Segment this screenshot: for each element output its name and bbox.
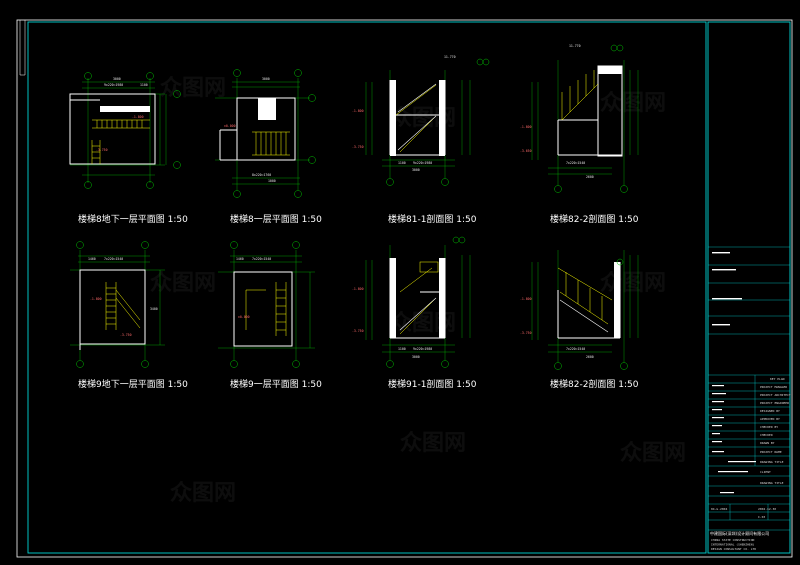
plan-drawing-3: 1460 7x220=1540 3400 -1.800 -3.750 楼梯9地下… [70, 241, 188, 390]
level-mark: 11.770 [444, 55, 456, 59]
watermark: 众图网 [170, 481, 236, 506]
dim-section-width: 2600 [586, 175, 594, 179]
section-drawing-2: 11.770 -1.800 -3.650 7x220=1540 2600 楼梯8… [520, 44, 639, 225]
dim-landing: 1100 [398, 347, 406, 351]
tb-field-key-plan: KEY PLAN [770, 377, 785, 381]
drawing-title: 楼梯8一层平面图 1:50 [230, 213, 322, 225]
plan-drawing-1: 3000 9x220=1980 1100 -1.800 -3.750 楼梯8地下… [69, 72, 188, 225]
drawing-title: 楼梯81-1剖面图 1:50 [388, 213, 477, 225]
level-mark: -3.750 [352, 329, 364, 333]
level-mark: -1.800 [90, 297, 102, 301]
drawing-title: 楼梯91-1剖面图 1:50 [388, 378, 477, 390]
dim-landing: 3400 [150, 307, 158, 311]
watermark: 众图网 [600, 271, 666, 296]
dim-plan-width: 3000 [262, 77, 270, 81]
dim-landing: 1100 [140, 83, 148, 87]
drawing-title: 楼梯82-2剖面图 1:50 [550, 213, 639, 225]
dim-landing: 1460 [88, 257, 96, 261]
dim-run: 7x220=1540 [566, 161, 585, 165]
level-mark: 11.770 [569, 44, 581, 48]
tb-field-project-engineer: PROJECT ENGINEER [760, 401, 789, 405]
dim-landing: 1100 [398, 161, 406, 165]
tb-company-en-1: CHINA STATE CONSTRUCTION [711, 538, 755, 542]
tb-company-cn: 中建国际(深圳)设计顾问有限公司 [710, 530, 769, 536]
level-mark: -1.800 [352, 287, 364, 291]
dim-run: 8x220=1760 [252, 173, 271, 177]
dim-run: 9x220=1980 [104, 83, 123, 87]
watermark: 众图网 [390, 311, 456, 336]
tb-field-drawn-by: DRAWN BY [760, 441, 775, 445]
level-mark: -1.800 [132, 115, 144, 119]
watermark: 众图网 [600, 91, 666, 116]
dim-run: 7x220=1540 [104, 257, 123, 261]
level-mark: -3.750 [120, 333, 132, 337]
level-mark: -3.750 [520, 331, 532, 335]
inner-frame [27, 21, 707, 554]
tb-field-project-architect: PROJECT ARCHITECT [760, 393, 791, 397]
tb-field-drawing-title-2: DRAWING TITLE [760, 481, 784, 485]
watermark: 众图网 [400, 431, 466, 456]
dim-run: 7x220=1540 [566, 347, 585, 351]
drawing-title: 楼梯9一层平面图 1:50 [230, 378, 322, 390]
tb-field-designed-by: DESIGNED BY [760, 409, 780, 413]
tb-company-en-3: DESIGN CONSULTANT CO. LTD [711, 547, 756, 551]
dim-run: 7x220=1540 [252, 257, 271, 261]
watermark-layer: 众图网 众图网 众图网 众图网 众图网 众图网 众图网 众图网 众图网 [150, 76, 686, 506]
drawing-title: 楼梯82-2剖面图 1:50 [550, 378, 639, 390]
plan-drawing-4: 1460 7x220=1540 ±0.000 楼梯9一层平面图 1:50 [218, 241, 322, 390]
tb-sheet-no: I-03 [758, 515, 765, 519]
dim-landing: 1000 [268, 179, 276, 183]
tb-field-client: CLIENT [760, 470, 771, 474]
tb-date: 2004.12.30 [758, 507, 776, 511]
tb-field-project-manager: PROJECT MANAGER [760, 385, 787, 389]
section-drawing-3: -1.800 -3.750 9x220=1980 1100 3000 楼梯91-… [352, 236, 477, 390]
watermark: 众图网 [620, 441, 686, 466]
dim-plan-width: 3000 [113, 77, 121, 81]
drawing-title: 楼梯8地下一层平面图 1:50 [78, 213, 188, 225]
tb-field-checked: CHECKED [760, 433, 773, 437]
level-mark: -3.650 [520, 149, 532, 153]
level-mark: -3.750 [352, 145, 364, 149]
level-mark: -1.800 [520, 125, 532, 129]
tb-field-drawing-title: DRAWING TITLE [760, 460, 784, 464]
dim-section-width: 3000 [412, 355, 420, 359]
watermark: 众图网 [150, 271, 216, 296]
level-mark: ±0.000 [224, 124, 236, 128]
dim-run: 9x220=1980 [413, 161, 432, 165]
dim-section-width: 3000 [412, 168, 420, 172]
tb-project-no: 04-G-2004 [711, 507, 727, 511]
dim-section-width: 2600 [586, 355, 594, 359]
drawing-title: 楼梯9地下一层平面图 1:50 [78, 378, 188, 390]
dim-run: 9x220=1980 [413, 347, 432, 351]
plan-drawing-2: 3000 ±0.000 8x220=1760 1000 楼梯8一层平面图 1:5… [215, 69, 322, 225]
title-block: KEY PLAN PROJECT MANAGER PROJECT ARCHITE… [707, 21, 791, 554]
tb-field-approved-by: APPROVED BY [760, 417, 780, 421]
level-mark: -3.750 [96, 148, 108, 152]
level-mark: ±0.000 [238, 315, 250, 319]
tb-field-project-name: PROJECT NAME [760, 450, 782, 454]
level-mark: -1.800 [520, 297, 532, 301]
level-mark: -1.800 [352, 109, 364, 113]
watermark: 众图网 [160, 76, 226, 101]
tb-company-en-2: INTERNATIONAL (SHENZHEN) [711, 543, 755, 547]
section-drawing-4: -1.800 -3.750 7x220=1540 2600 楼梯82-2剖面图 … [520, 250, 639, 390]
sheet-frame [16, 19, 793, 558]
section-drawing-1: 11.770 -1.800 -3.750 9x220=1980 1100 300… [352, 55, 490, 225]
dim-landing: 1460 [236, 257, 244, 261]
tb-field-checked-by: CHECKED BY [760, 425, 778, 429]
